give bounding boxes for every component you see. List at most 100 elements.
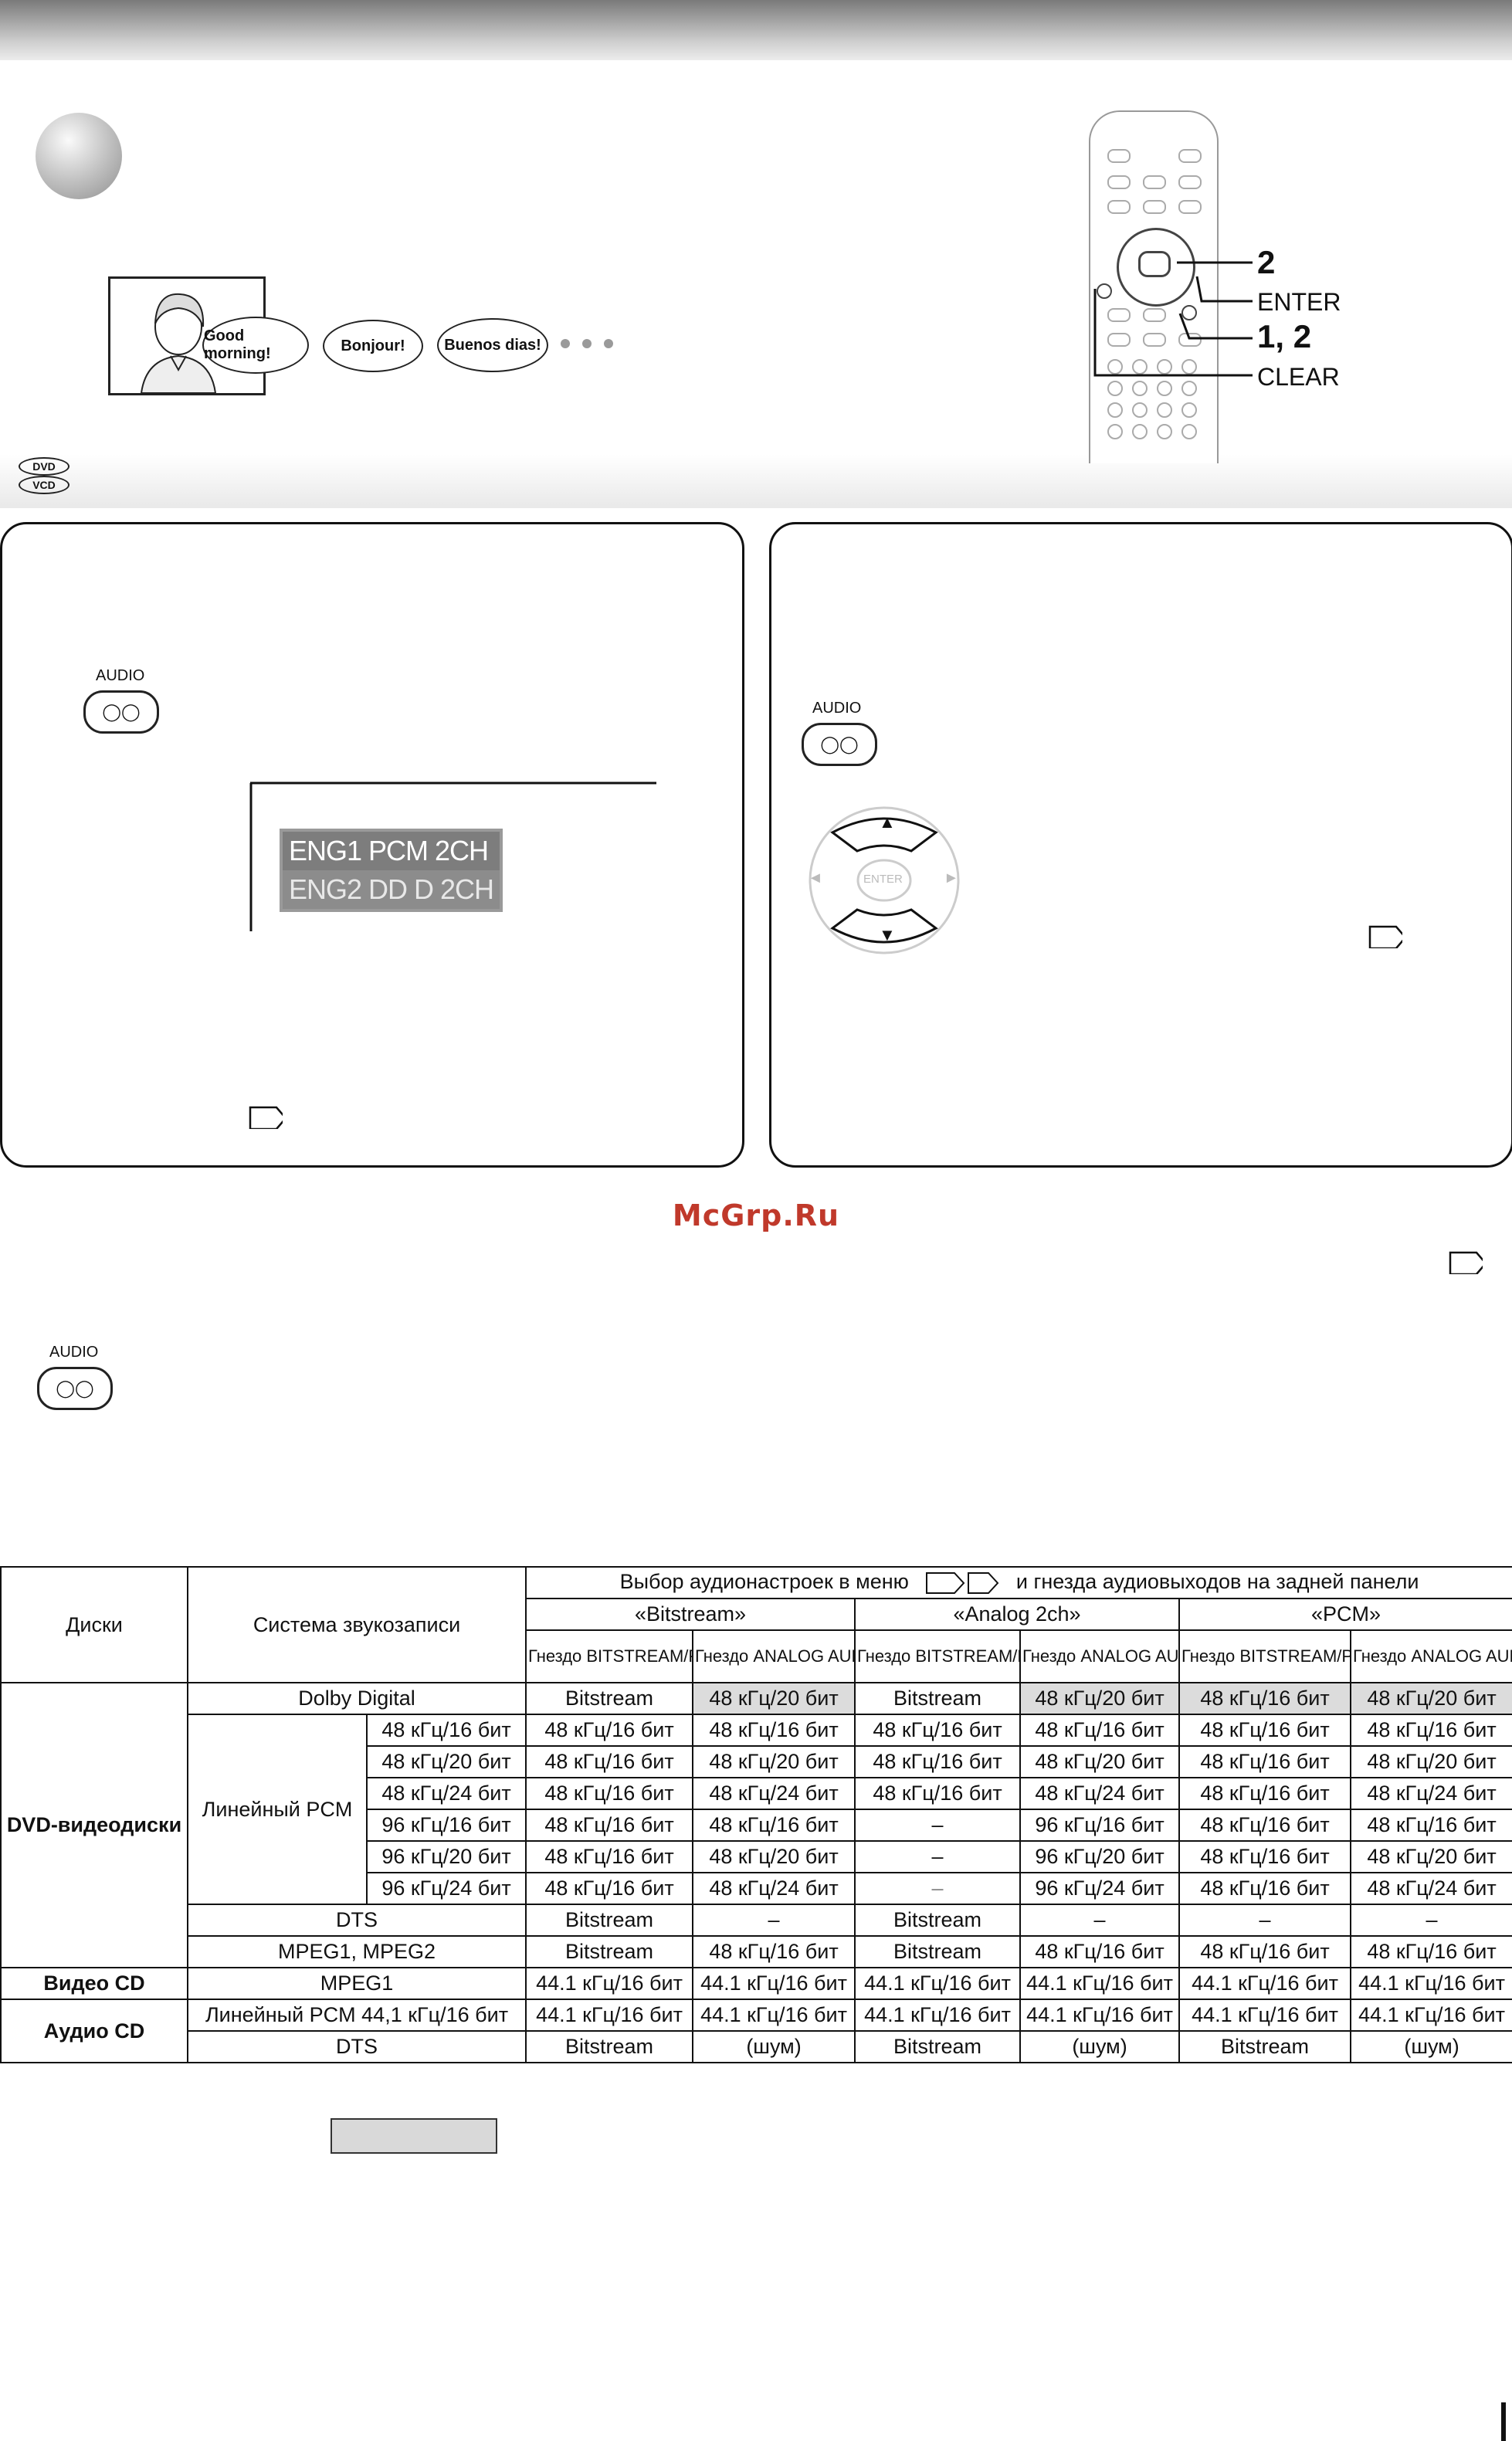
header-disc: Диски (0, 1566, 188, 1683)
disc-audio-cd: Аудио CD (0, 1999, 188, 2063)
direction-pad-icon (809, 806, 960, 954)
value-cell: Bitstream (525, 1935, 694, 1968)
value-cell: 44.1 кГц/16 бит (1178, 1999, 1352, 2032)
value-cell: 48 кГц/16 бит (525, 1777, 694, 1810)
value-cell: (шум) (692, 2030, 856, 2063)
value-cell: Bitstream (854, 1935, 1022, 1968)
system-cell: 48 кГц/20 бит (365, 1745, 527, 1778)
down-arrow-button[interactable]: ▼ (879, 925, 896, 944)
speech-bubble: Bonjour! (323, 320, 423, 372)
value-cell: – (1019, 1904, 1181, 1937)
left-arrow-button[interactable]: ◄ (808, 870, 823, 887)
table-row: MPEG1, MPEG2 Bitstream 48 кГц/16 бит Bit… (1, 1935, 1512, 1968)
subheader-jack: Гнездо BITSTREAM/PCM (854, 1629, 1022, 1683)
group-pcm: «PCM» (1178, 1598, 1512, 1631)
system-cell: 96 кГц/24 бит (365, 1872, 527, 1905)
value-cell: 48 кГц/16 бит (1178, 1840, 1352, 1873)
enter-button[interactable]: ENTER (863, 873, 903, 886)
audio-button[interactable]: ◯◯ (802, 723, 877, 766)
value-cell: 48 кГц/20 бит (692, 1745, 856, 1778)
value-cell: (шум) (1019, 2030, 1181, 2063)
disc-dvd: DVD-видеодиски (0, 1682, 188, 1968)
system-cell: MPEG1 (186, 1967, 527, 2000)
value-cell: 48 кГц/16 бит (1178, 1777, 1352, 1810)
value-cell: 48 кГц/16 бит (1178, 1809, 1352, 1842)
remote-callout-lines (1093, 261, 1253, 377)
value-cell: 44.1 кГц/16 бит (692, 1967, 856, 2000)
value-cell: Bitstream (854, 1904, 1022, 1937)
value-cell: 44.1 кГц/16 бит (692, 1999, 856, 2032)
value-cell: 48 кГц/16 бит (1178, 1682, 1352, 1715)
audio-icon: ◯◯ (56, 1378, 94, 1398)
value-cell: 48 кГц/16 бит (692, 1935, 856, 1968)
value-cell: Bitstream (525, 2030, 694, 2063)
speech-bubble: Buenos dias! (437, 318, 548, 372)
audio-button-label: AUDIO (49, 1344, 99, 1361)
callout-1-2: 1, 2 (1257, 318, 1312, 354)
value-cell: 44.1 кГц/16 бит (854, 1999, 1022, 2032)
value-cell: 48 кГц/16 бит (1350, 1714, 1512, 1747)
value-cell: 48 кГц/16 бит (525, 1714, 694, 1747)
value-cell: 48 кГц/24 бит (1019, 1777, 1181, 1810)
table-row: Аудио CD Линейный PCM 44,1 кГц/16 бит 44… (0, 1999, 1512, 2063)
table-row: DTS Bitstream – Bitstream – – – (1, 1904, 1512, 1937)
subheader-jack: Гнездо BITSTREAM/PCM (525, 1629, 694, 1683)
value-cell: – (854, 1840, 1022, 1873)
value-cell: – (1350, 1904, 1512, 1937)
value-cell: 48 кГц/16 бит (1178, 1745, 1352, 1778)
audio-button-label: AUDIO (812, 700, 862, 717)
speech-bubble: Good morning! (202, 317, 309, 374)
value-cell: 48 кГц/24 бит (692, 1777, 856, 1810)
value-cell: Bitstream (525, 1904, 694, 1937)
value-cell: 44.1 кГц/16 бит (525, 1967, 694, 2000)
group-analog: «Analog 2ch» (854, 1598, 1181, 1631)
table-row: 96 кГц/16 бит 48 кГц/16 бит 48 кГц/16 би… (1, 1809, 1512, 1842)
value-cell: (шум) (1350, 2030, 1512, 2063)
page-ref-tag-icon (1368, 925, 1402, 948)
value-cell: 48 кГц/20 бит (1350, 1745, 1512, 1778)
value-cell: 44.1 кГц/16 бит (1178, 1967, 1352, 2000)
value-cell: 48 кГц/20 бит (692, 1840, 856, 1873)
table-row: 96 кГц/24 бит 48 кГц/16 бит 48 кГц/24 би… (1, 1872, 1512, 1905)
value-cell: 48 кГц/24 бит (1350, 1872, 1512, 1905)
value-cell: – (854, 1872, 1022, 1905)
osd-line: ENG2 DD D 2CH (283, 870, 500, 909)
header-menu-selection: Выбор аудионастроек в меню и гнезда ауди… (525, 1566, 1512, 1599)
menu-ref-icon (926, 1571, 999, 1594)
right-arrow-button[interactable]: ► (944, 870, 959, 887)
value-cell: 48 кГц/20 бит (1019, 1682, 1181, 1715)
table-row: 48 кГц/20 бит 48 кГц/16 бит 48 кГц/20 би… (1, 1745, 1512, 1778)
subheader-jack: Гнездо ANALOG AUDIO OUT (1019, 1629, 1181, 1683)
watermark: McGrp.Ru (672, 1198, 840, 1232)
up-arrow-button[interactable]: ▲ (879, 812, 896, 832)
audio-button[interactable]: ◯◯ (83, 690, 159, 734)
value-cell: – (854, 1809, 1022, 1842)
ellipsis-dots (561, 338, 625, 352)
audio-output-table: Диски Система звукозаписи Выбор аудионас… (0, 1566, 1512, 2063)
legend-gray-swatch (331, 2118, 497, 2154)
value-cell: 48 кГц/24 бит (692, 1872, 856, 1905)
page-ref-tag-icon (1449, 1251, 1483, 1274)
value-cell: 48 кГц/16 бит (1178, 1714, 1352, 1747)
dvd-badge: DVD (19, 457, 69, 476)
table-row: Видео CD MPEG1 44.1 кГц/16 бит 44.1 кГц/… (0, 1967, 1512, 2000)
value-cell: 96 кГц/24 бит (1019, 1872, 1181, 1905)
value-cell: 48 кГц/16 бит (1019, 1935, 1181, 1968)
value-cell: 96 кГц/16 бит (1019, 1809, 1181, 1842)
system-cell: 48 кГц/16 бит (365, 1714, 527, 1747)
value-cell: 48 кГц/16 бит (854, 1777, 1022, 1810)
callout-clear: CLEAR (1257, 363, 1340, 391)
audio-button[interactable]: ◯◯ (37, 1367, 113, 1410)
callout-2: 2 (1257, 244, 1276, 280)
system-cell: Dolby Digital (186, 1682, 527, 1715)
disc-vcd: Видео CD (0, 1967, 188, 2000)
value-cell: 44.1 кГц/16 бит (1350, 1999, 1512, 2032)
system-cell: 96 кГц/16 бит (365, 1809, 527, 1842)
value-cell: 44.1 кГц/16 бит (854, 1967, 1022, 2000)
subheader-jack: Гнездо ANALOG AUDIO OUT (692, 1629, 856, 1683)
osd-display: ENG1 PCM 2CH ENG2 DD D 2CH (280, 829, 503, 912)
table-row: DVD-видеодиски Dolby Digital Bitstream 4… (0, 1682, 1512, 1968)
value-cell: 96 кГц/20 бит (1019, 1840, 1181, 1873)
value-cell: 44.1 кГц/16 бит (1350, 1967, 1512, 2000)
system-cell: 96 кГц/20 бит (365, 1840, 527, 1873)
